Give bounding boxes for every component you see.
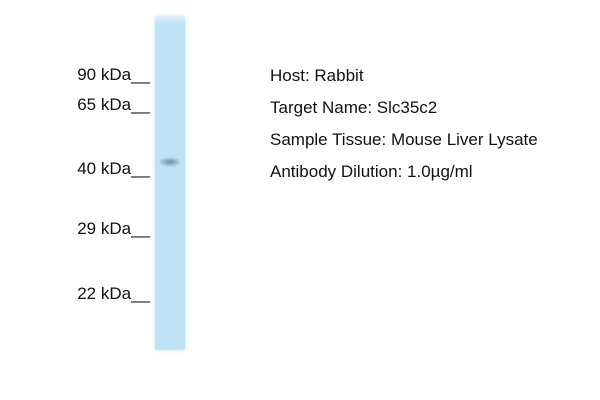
mw-marker-65kda: 65 kDa__: [77, 95, 150, 114]
info-line-host: Host: Rabbit: [270, 66, 364, 85]
info-line-tissue: Sample Tissue: Mouse Liver Lysate: [270, 130, 538, 149]
antibody-info-block: Host: Rabbit Target Name: Slc35c2 Sample…: [270, 66, 538, 194]
mw-marker-40kda: 40 kDa__: [77, 159, 150, 178]
info-line-dilution: Antibody Dilution: 1.0µg/ml: [270, 162, 473, 181]
mw-marker-22kda: 22 kDa__: [77, 284, 150, 303]
protein-band: [155, 155, 185, 169]
info-line-target: Target Name: Slc35c2: [270, 98, 438, 117]
mw-marker-29kda: 29 kDa__: [77, 219, 150, 238]
mw-marker-90kda: 90 kDa__: [77, 65, 150, 84]
blot-lane: [155, 16, 185, 350]
lane-top-fade: [155, 16, 185, 24]
